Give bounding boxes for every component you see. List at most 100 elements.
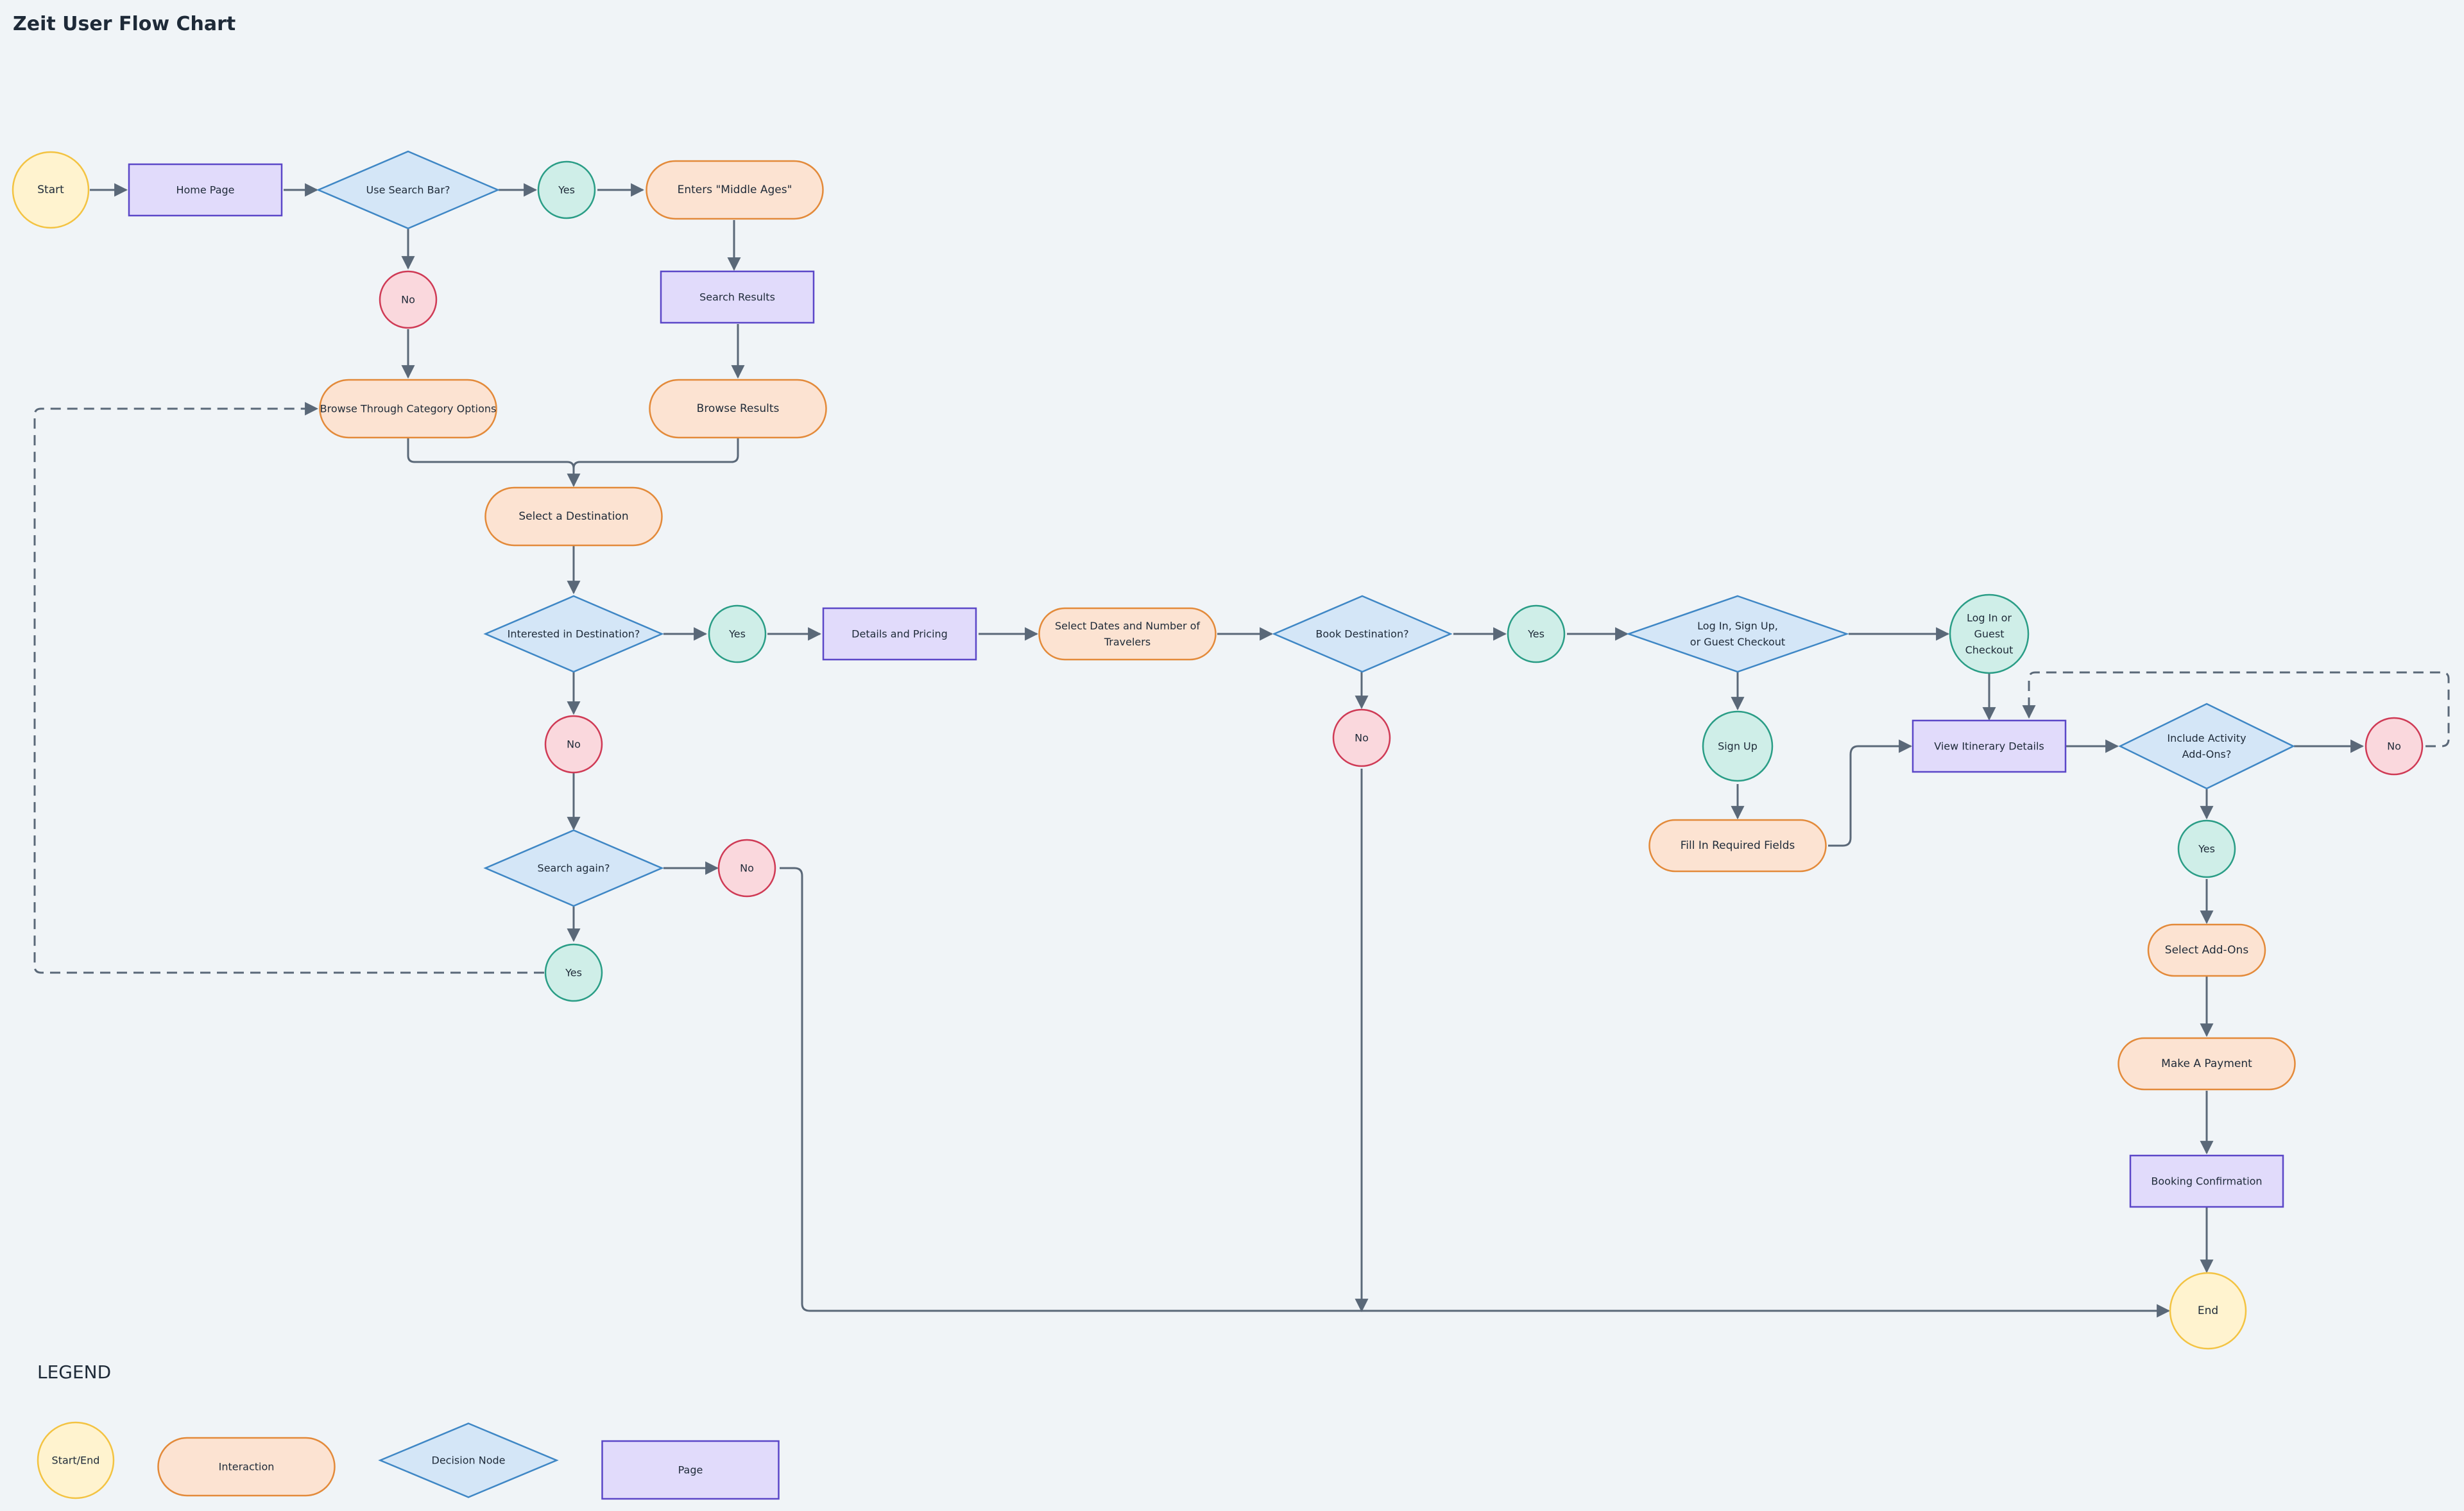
yes-search-again-node[interactable]: Yes bbox=[544, 943, 603, 1002]
select-addons-node-label: Select Add-Ons bbox=[2165, 944, 2249, 957]
login-guest-node-label-line: Log In or bbox=[1967, 612, 2012, 624]
yes-search-node-label: Yes bbox=[558, 184, 575, 196]
interested-decision-shape bbox=[483, 595, 664, 673]
select-destination-node-shape bbox=[484, 486, 663, 547]
booking-confirmation-node-shape bbox=[2129, 1154, 2284, 1208]
sign-up-node-shape bbox=[1702, 710, 1774, 782]
no-search-again-node-label: No bbox=[740, 862, 754, 875]
legend-heading: LEGEND bbox=[37, 1362, 111, 1383]
yes-interested-node-shape bbox=[708, 604, 767, 663]
details-pricing-node[interactable]: Details and Pricing bbox=[822, 607, 977, 661]
booking-confirmation-node[interactable]: Booking Confirmation bbox=[2129, 1154, 2284, 1208]
browse-results-node[interactable]: Browse Results bbox=[649, 379, 827, 439]
fill-fields-node-label: Fill In Required Fields bbox=[1681, 839, 1795, 852]
use-search-bar-decision-label: Use Search Bar? bbox=[366, 184, 450, 196]
start-node-shape bbox=[12, 151, 90, 229]
edge-no-to-end bbox=[780, 867, 2171, 1318]
select-addons-node-shape bbox=[2147, 923, 2266, 977]
enters-middle-ages-node[interactable]: Enters "Middle Ages" bbox=[646, 160, 824, 220]
home-page-node-label: Home Page bbox=[176, 184, 234, 196]
yes-search-node-shape bbox=[537, 160, 596, 219]
yes-addons-node[interactable]: Yes bbox=[2177, 819, 2236, 878]
search-results-node[interactable]: Search Results bbox=[660, 270, 815, 324]
search-again-decision-shape bbox=[483, 829, 664, 907]
legend-decision-label: Decision Node bbox=[432, 1455, 506, 1467]
legend-page[interactable]: Page bbox=[601, 1440, 780, 1500]
enters-middle-ages-node-shape bbox=[646, 160, 824, 220]
interested-decision[interactable]: Interested in Destination? bbox=[483, 595, 664, 673]
browse-category-node-shape bbox=[319, 379, 497, 439]
enters-middle-ages-node-label: Enters "Middle Ages" bbox=[678, 184, 792, 196]
yes-book-node-shape bbox=[1507, 604, 1566, 663]
browse-results-node-label: Browse Results bbox=[697, 402, 780, 415]
browse-category-node[interactable]: Browse Through Category Options bbox=[319, 379, 497, 439]
start-node[interactable]: Start bbox=[12, 151, 90, 229]
login-decision[interactable]: Log In, Sign Up, or Guest Checkout bbox=[1626, 595, 1849, 673]
fill-fields-node[interactable]: Fill In Required Fields bbox=[1648, 819, 1827, 873]
view-itinerary-node[interactable]: View Itinerary Details bbox=[1912, 719, 2067, 773]
book-destination-decision-label: Book Destination? bbox=[1315, 628, 1408, 640]
no-book-node-shape bbox=[1332, 708, 1391, 767]
nodes: Start Home Page Use Search Bar? Yes Enters "… bbox=[12, 150, 2424, 1500]
no-interested-node-shape bbox=[544, 715, 603, 774]
select-addons-node[interactable]: Select Add-Ons bbox=[2147, 923, 2266, 977]
search-again-decision[interactable]: Search again? bbox=[483, 829, 664, 907]
include-addons-decision-label-line: Include Activity bbox=[2167, 732, 2246, 744]
select-dates-node-shape bbox=[1038, 607, 1217, 661]
make-payment-node-label: Make A Payment bbox=[2161, 1057, 2252, 1070]
include-addons-decision-label-line: Add-Ons? bbox=[2182, 748, 2232, 760]
book-destination-decision[interactable]: Book Destination? bbox=[1272, 595, 1453, 673]
view-itinerary-node-label: View Itinerary Details bbox=[1934, 740, 2044, 753]
legend-start-end[interactable]: Start/End bbox=[37, 1421, 115, 1499]
make-payment-node[interactable]: Make A Payment bbox=[2118, 1037, 2296, 1091]
login-guest-node-shape bbox=[1949, 593, 2030, 674]
end-node[interactable]: End bbox=[2169, 1272, 2247, 1350]
select-destination-node[interactable]: Select a Destination bbox=[484, 486, 663, 547]
no-search-node[interactable]: No bbox=[379, 270, 438, 329]
yes-interested-node-label: Yes bbox=[728, 628, 746, 640]
legend-page-shape bbox=[601, 1440, 780, 1500]
legend-start-end-shape bbox=[37, 1421, 115, 1499]
interested-decision-label: Interested in Destination? bbox=[508, 628, 640, 640]
yes-book-node[interactable]: Yes bbox=[1507, 604, 1566, 663]
search-results-node-shape bbox=[660, 270, 815, 324]
view-itinerary-node-shape bbox=[1912, 719, 2067, 773]
no-addons-node-shape bbox=[2365, 717, 2424, 776]
no-addons-node[interactable]: No bbox=[2365, 717, 2424, 776]
no-book-node[interactable]: No bbox=[1332, 708, 1391, 767]
no-interested-node[interactable]: No bbox=[544, 715, 603, 774]
no-search-again-node[interactable]: No bbox=[717, 839, 776, 898]
sign-up-node[interactable]: Sign Up bbox=[1702, 710, 1774, 782]
home-page-node[interactable]: Home Page bbox=[128, 163, 283, 217]
legend-interaction-shape bbox=[157, 1437, 336, 1497]
select-dates-node-label-line: Travelers bbox=[1104, 636, 1151, 648]
legend-decision[interactable]: Decision Node bbox=[378, 1422, 559, 1498]
page-title: Zeit User Flow Chart bbox=[13, 13, 236, 35]
login-guest-node-label-line: Guest bbox=[1974, 628, 2005, 640]
login-decision-label-line: or Guest Checkout bbox=[1690, 636, 1785, 648]
no-addons-node-label: No bbox=[2387, 740, 2401, 753]
sign-up-node-label: Sign Up bbox=[1718, 740, 1758, 753]
legend-interaction-label: Interaction bbox=[219, 1461, 275, 1473]
booking-confirmation-node-label: Booking Confirmation bbox=[2151, 1175, 2262, 1188]
legend-interaction[interactable]: Interaction bbox=[157, 1437, 336, 1497]
connectors bbox=[33, 183, 2450, 1318]
edge-no-itinerary-loop bbox=[2022, 671, 2450, 747]
edge-yes-loop-browse bbox=[33, 402, 544, 974]
browse-results-node-shape bbox=[649, 379, 827, 439]
details-pricing-node-label: Details and Pricing bbox=[851, 628, 948, 640]
yes-addons-node-label: Yes bbox=[2198, 843, 2215, 855]
yes-search-node[interactable]: Yes bbox=[537, 160, 596, 219]
select-destination-node-label: Select a Destination bbox=[518, 510, 628, 523]
login-decision-shape bbox=[1626, 595, 1849, 673]
use-search-bar-decision[interactable]: Use Search Bar? bbox=[316, 150, 501, 230]
login-decision-label-line: Log In, Sign Up, bbox=[1697, 620, 1778, 632]
yes-interested-node[interactable]: Yes bbox=[708, 604, 767, 663]
search-results-node-label: Search Results bbox=[699, 291, 775, 303]
